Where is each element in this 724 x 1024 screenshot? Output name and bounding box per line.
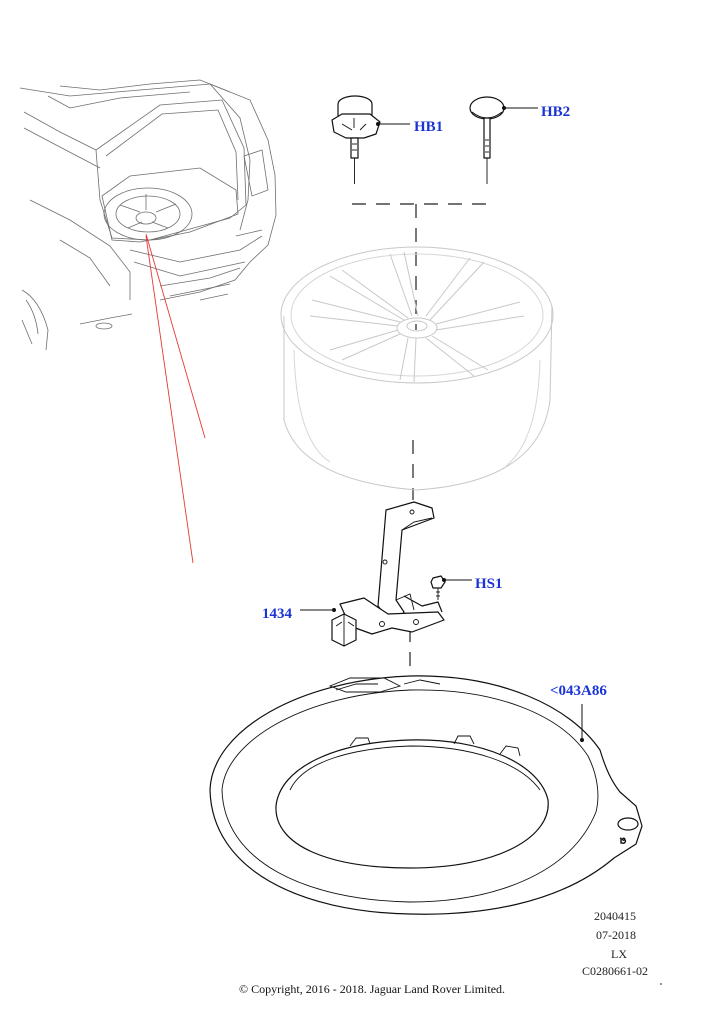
meta-date: 07-2018 — [596, 928, 636, 942]
callout-1434[interactable]: 1434 — [262, 606, 293, 622]
hb1-leader-dot — [376, 122, 380, 126]
screw-hs1[interactable] — [430, 575, 446, 600]
callout-043a86[interactable]: <043A86 — [550, 683, 607, 699]
callout-hs1[interactable]: HS1 — [475, 576, 503, 592]
meta-ref: C0280661-02 — [582, 964, 648, 978]
svg-text:ଗ: ଗ — [620, 836, 626, 845]
bolt-hb1[interactable] — [331, 95, 381, 184]
guide-line-upper — [145, 233, 206, 439]
vehicle-rear-inset — [19, 79, 277, 351]
wheel-carrier-bracket[interactable] — [331, 501, 445, 647]
hs1-leader-dot — [442, 578, 446, 582]
spare-wheel-tray[interactable]: ଗ — [209, 675, 643, 915]
bolt-hb2[interactable] — [469, 96, 505, 184]
callout-hb2[interactable]: HB2 — [541, 104, 570, 120]
callout-hb1[interactable]: HB1 — [414, 119, 443, 135]
illustration-metadata: 2040415 07-2018 LX C0280661-02 — [582, 909, 648, 978]
meta-model: LX — [611, 947, 627, 961]
meta-code: 2040415 — [594, 909, 636, 923]
spare-wheel — [280, 246, 554, 491]
bracket-leader-dot — [332, 608, 336, 612]
tray-leader-dot — [580, 738, 584, 742]
guide-line-lower — [145, 235, 194, 564]
hb2-leader-dot — [502, 106, 506, 110]
copyright-notice: © Copyright, 2016 - 2018. Jaguar Land Ro… — [239, 982, 505, 996]
